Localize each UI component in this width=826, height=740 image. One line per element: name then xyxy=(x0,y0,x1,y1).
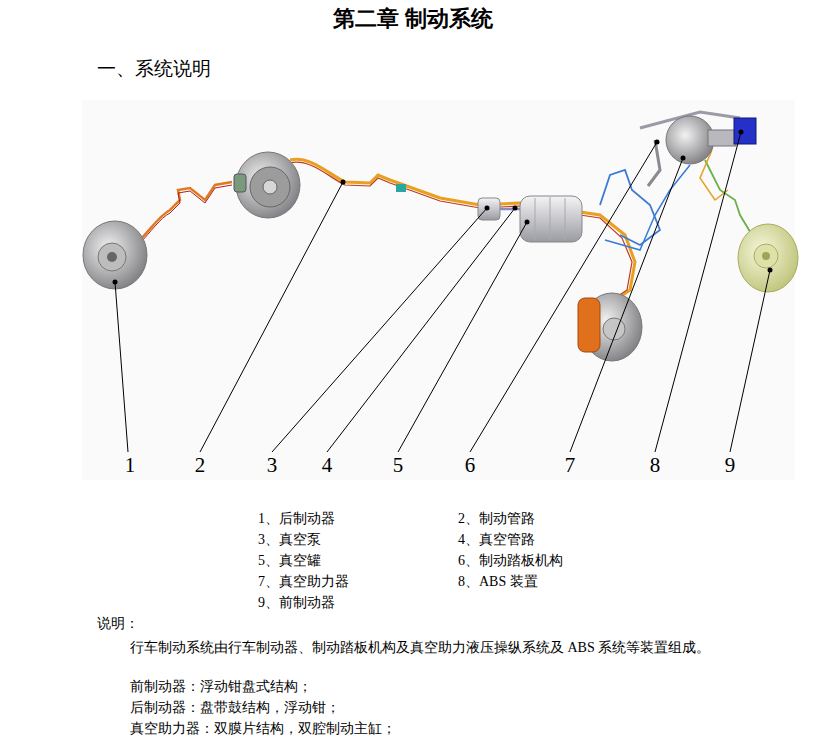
illustration-background xyxy=(82,100,795,480)
callout-number: 2 xyxy=(190,453,210,478)
leader-dot xyxy=(681,156,686,161)
brake-hub xyxy=(263,180,277,194)
callout-number: 3 xyxy=(262,453,282,478)
leader-line xyxy=(655,132,741,452)
leader-dot xyxy=(513,206,518,211)
leader-dot xyxy=(655,140,660,145)
front-brake-disc xyxy=(738,224,798,292)
leader-dot xyxy=(113,280,118,285)
part-list-item: 7、真空助力器 xyxy=(258,574,349,591)
note-heading: 说明： xyxy=(97,616,139,633)
part-list-item: 6、制动踏板机构 xyxy=(458,553,563,570)
note-line: 前制动器：浮动钳盘式结构； xyxy=(130,679,312,696)
part-list-item: 3、真空泵 xyxy=(258,532,321,549)
leader-line xyxy=(398,222,527,452)
part-list-item: 1、后制动器 xyxy=(258,511,335,528)
brake-caliper xyxy=(578,298,600,352)
leader-line xyxy=(272,208,487,452)
callout-number: 4 xyxy=(317,453,337,478)
leader-dots xyxy=(113,130,773,285)
callout-number: 5 xyxy=(388,453,408,478)
leader-line xyxy=(115,282,128,452)
part-list-item: 2、制动管路 xyxy=(458,511,535,528)
master-cylinder xyxy=(708,130,736,146)
part-list-item: 8、ABS 装置 xyxy=(458,574,538,591)
brake-hub xyxy=(754,244,778,268)
line-connector xyxy=(396,184,406,192)
callout-number: 7 xyxy=(560,453,580,478)
callout-number: 9 xyxy=(720,453,740,478)
brake-caliper xyxy=(234,174,246,192)
brake-line xyxy=(140,185,232,243)
part-list-item: 4、真空管路 xyxy=(458,532,535,549)
part-list-item: 9、前制动器 xyxy=(258,595,335,612)
brake-line xyxy=(290,159,635,300)
brake-line xyxy=(705,160,752,235)
leader-lines xyxy=(115,132,770,452)
page-title: 第二章 制动系统 xyxy=(0,6,826,32)
vacuum-booster xyxy=(666,116,714,164)
note-paragraph: 行车制动系统由行车制动器、制动踏板机构及真空助力液压操纵系统及 ABS 系统等装… xyxy=(97,637,777,658)
callout-number: 8 xyxy=(645,453,665,478)
vacuum-pump xyxy=(478,198,500,220)
leader-line xyxy=(730,270,770,452)
brake-hub xyxy=(762,252,770,260)
callout-number: 6 xyxy=(460,453,480,478)
section-heading: 一、系统说明 xyxy=(97,58,211,81)
leader-dot xyxy=(341,180,346,185)
leader-dot xyxy=(768,268,773,273)
brake-drum xyxy=(250,167,290,207)
leader-line xyxy=(200,182,343,452)
brake-line xyxy=(290,162,632,300)
tank-rib xyxy=(535,197,565,241)
part-list-item: 5、真空罐 xyxy=(258,553,321,570)
leader-line xyxy=(327,208,515,452)
callout-number: 1 xyxy=(120,453,140,478)
brake-hub xyxy=(107,252,117,262)
note-line: 后制动器：盘带鼓结构，浮动钳； xyxy=(130,700,340,717)
leader-line xyxy=(470,142,657,452)
abs-unit xyxy=(734,118,756,144)
rear-brake-disc xyxy=(83,221,147,289)
leader-dot xyxy=(525,220,530,225)
brake-hub xyxy=(98,243,126,271)
vacuum-tank xyxy=(520,196,582,242)
brake-line xyxy=(140,182,232,240)
note-line: 真空助力器：双膜片结构，双腔制动主缸； xyxy=(130,721,396,738)
leader-dot xyxy=(739,130,744,135)
leader-dot xyxy=(485,206,490,211)
leader-line xyxy=(570,158,683,452)
